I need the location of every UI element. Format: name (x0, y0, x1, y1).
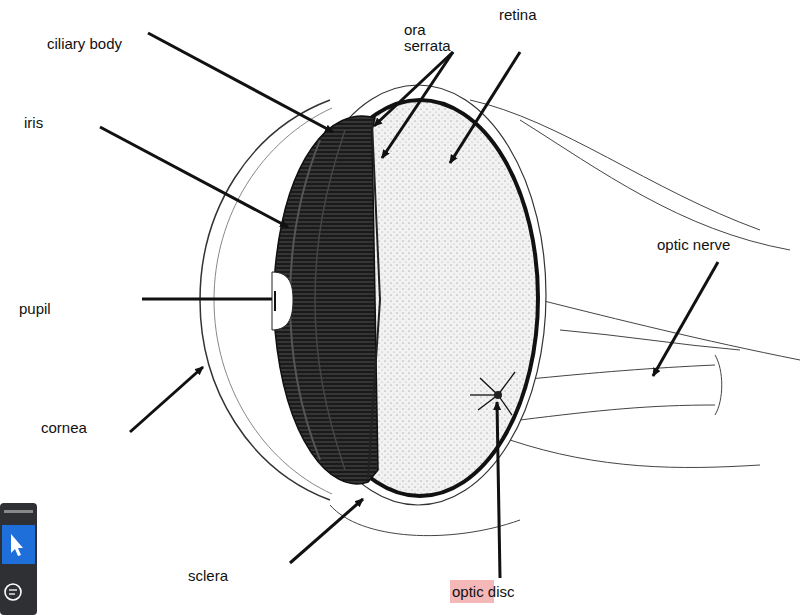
part-label: optic nerve (657, 237, 730, 253)
leader-lines (100, 33, 718, 578)
part-label: optic disc (452, 584, 515, 600)
part-label: sclera (188, 568, 228, 584)
part-label: ora serrata (404, 22, 466, 54)
part-label: pupil (19, 301, 51, 317)
part-label: cornea (41, 420, 87, 436)
part-label: ciliary body (47, 36, 122, 52)
editor-toolbar (0, 503, 37, 615)
part-label: iris (24, 115, 43, 131)
optic-disc-vessels (470, 372, 515, 415)
part-label: retina (499, 7, 537, 23)
